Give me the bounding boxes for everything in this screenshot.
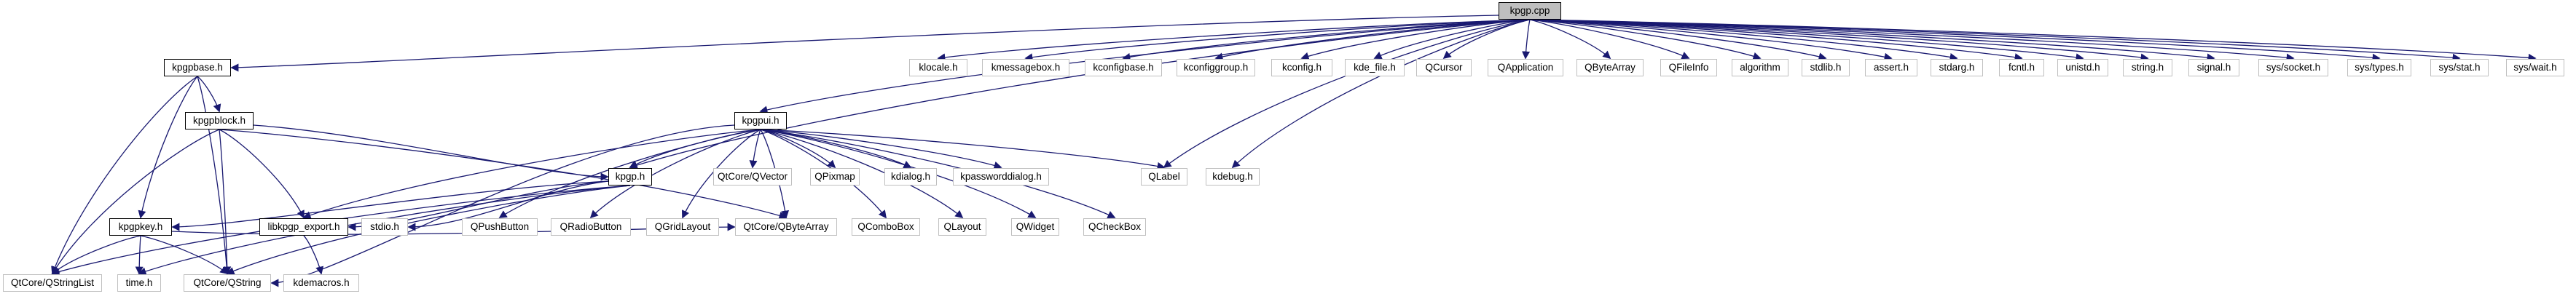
graph-edge	[760, 129, 1116, 219]
graph-edge	[253, 124, 609, 181]
graph-node-qtcore-qvector: QtCore/QVector	[713, 168, 792, 186]
graph-edge	[226, 185, 631, 275]
graph-edge	[1231, 19, 1531, 169]
graph-node-kdebug-h: kdebug.h	[1206, 168, 1260, 186]
graph-edge	[1214, 19, 1531, 61]
graph-node-sys-types-h: sys/types.h	[2347, 59, 2411, 76]
graph-node-kpgpbase-h[interactable]: kpgpbase.h	[164, 59, 231, 76]
graph-edge	[760, 129, 887, 219]
graph-edge	[749, 129, 761, 169]
graph-edge	[407, 180, 609, 231]
graph-node-qlabel: QLabel	[1141, 168, 1187, 186]
graph-edge	[219, 129, 305, 219]
graph-edge	[1373, 19, 1531, 60]
graph-edge	[219, 129, 232, 275]
graph-edge	[1300, 19, 1531, 60]
graph-edge	[230, 15, 1499, 72]
graph-node-sys-stat-h: sys/stat.h	[2430, 59, 2489, 76]
graph-edge	[937, 19, 1531, 62]
graph-edge	[760, 129, 790, 219]
graph-node-fcntl-h: fcntl.h	[1999, 59, 2044, 76]
graph-edge	[1529, 19, 1611, 60]
graph-edge	[138, 76, 198, 219]
graph-node-stdio-h: stdio.h	[361, 218, 408, 236]
graph-edge	[681, 129, 761, 219]
graph-edge	[303, 235, 324, 275]
graph-node-assert-h: assert.h	[1865, 59, 1917, 76]
graph-edge	[1529, 19, 1690, 60]
graph-node-kpgp-cpp[interactable]: kpgp.cpp	[1499, 2, 1561, 20]
graph-edge	[51, 235, 141, 275]
graph-node-qfileinfo: QFileInfo	[1660, 59, 1717, 76]
graph-node-sys-socket-h: sys/socket.h	[2258, 59, 2328, 76]
graph-edge	[1529, 19, 1827, 61]
graph-node-kpassworddialog-h: kpassworddialog.h	[953, 168, 1049, 186]
graph-node-qtcore-qstringlist: QtCore/QStringList	[3, 274, 102, 292]
graph-node-kde-file-h: kde_file.h	[1345, 59, 1405, 76]
graph-node-qlayout: QLayout	[938, 218, 986, 236]
graph-node-kconfigbase-h: kconfigbase.h	[1085, 59, 1162, 76]
graph-node-kdemacros-h: kdemacros.h	[283, 274, 359, 292]
graph-edge	[760, 129, 964, 219]
graph-node-qbytearray: QByteArray	[1576, 59, 1644, 76]
graph-node-qwidget: QWidget	[1011, 218, 1059, 236]
graph-edge	[171, 180, 609, 231]
graph-node-stdlib-h: stdlib.h	[1802, 59, 1850, 76]
graph-node-unistd-h: unistd.h	[2057, 59, 2108, 76]
graph-node-kpgp-h[interactable]: kpgp.h	[608, 168, 652, 186]
graph-edge	[51, 76, 198, 275]
graph-node-kpgpui-h[interactable]: kpgpui.h	[734, 112, 787, 129]
graph-edge	[1024, 19, 1531, 62]
graph-edge	[1529, 19, 1762, 60]
graph-edge	[589, 129, 761, 219]
graph-edge	[219, 129, 788, 220]
graph-node-stdarg-h: stdarg.h	[1931, 59, 1983, 76]
graph-node-qpixmap: QPixmap	[810, 168, 860, 186]
graph-node-qpushbutton: QPushButton	[462, 218, 538, 236]
graph-node-qtcore-qstring: QtCore/QString	[184, 274, 271, 292]
graph-edge	[1122, 19, 1531, 61]
graph-edge	[760, 129, 1166, 170]
graph-edge	[498, 129, 761, 218]
graph-edge	[52, 129, 220, 275]
graph-edge	[302, 129, 761, 219]
graph-edge	[140, 235, 229, 275]
graph-node-string-h: string.h	[2123, 59, 2172, 76]
graph-edge	[135, 235, 144, 275]
graph-node-kmessagebox-h: kmessagebox.h	[982, 59, 1069, 76]
graph-node-qcursor: QCursor	[1416, 59, 1472, 76]
graph-node-kpgpblock-h[interactable]: kpgpblock.h	[185, 112, 254, 129]
graph-edge	[197, 76, 231, 275]
graph-node-qgridlayout: QGridLayout	[646, 218, 719, 236]
graph-node-qcheckbox: QCheckBox	[1083, 218, 1146, 236]
graph-node-klocale-h: klocale.h	[909, 59, 967, 76]
graph-edge	[760, 129, 1037, 218]
graph-node-qtcore-qbytearray: QtCore/QByteArray	[735, 218, 837, 236]
graph-node-qapplication: QApplication	[1488, 59, 1563, 76]
graph-edge	[1529, 19, 1893, 61]
graph-edge	[759, 19, 1531, 114]
graph-node-sys-wait-h: sys/wait.h	[2506, 59, 2564, 76]
graph-edge	[760, 129, 1002, 170]
graph-edge	[1522, 19, 1531, 60]
graph-node-kconfiggroup-h: kconfiggroup.h	[1177, 59, 1255, 76]
graph-node-qradiobutton: QRadioButton	[551, 218, 631, 236]
graph-node-signal-h: signal.h	[2188, 59, 2239, 76]
graph-node-libkpgp-export-h[interactable]: libkpgp_export.h	[259, 218, 348, 236]
graph-node-kconfig-h: kconfig.h	[1271, 59, 1332, 76]
graph-node-qcombobox: QComboBox	[852, 218, 920, 236]
graph-edge	[197, 76, 221, 113]
graph-node-time-h: time.h	[117, 274, 161, 292]
graph-edge	[629, 19, 1531, 170]
graph-node-kpgpkey-h[interactable]: kpgpkey.h	[109, 218, 172, 236]
graph-node-algorithm: algorithm	[1732, 59, 1788, 76]
graph-edge	[1529, 19, 2537, 62]
graph-edge	[1163, 19, 1531, 169]
graph-node-kdialog-h: kdialog.h	[884, 168, 937, 186]
